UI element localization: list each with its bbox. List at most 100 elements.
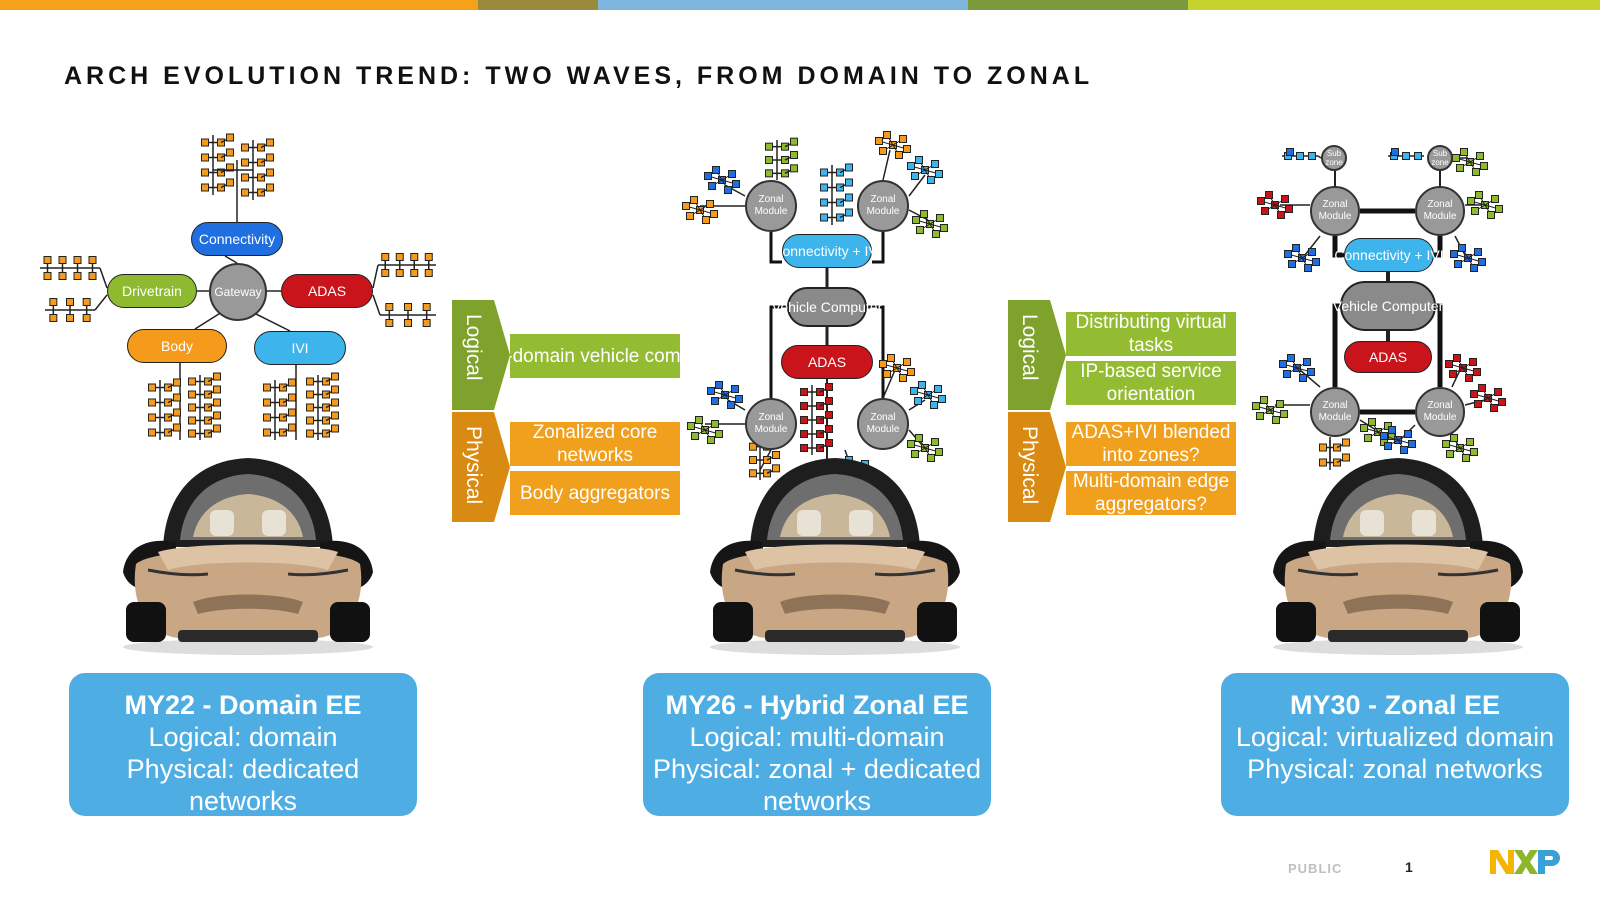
ecu-node [404,319,412,327]
ecu-node [404,303,412,311]
ecu-node [331,385,339,394]
adas-domain: ADAS [281,274,373,308]
ecu-node [1402,152,1410,160]
network-link [908,209,929,221]
car-shadow [123,639,373,655]
wave1-physical-item: Zonalized core networks [510,422,680,466]
ecu-node [1460,148,1468,156]
ecu-node [1368,418,1376,426]
ecu-node [820,198,828,207]
ecu-node [711,397,719,405]
ecu-node [686,212,694,220]
ecu-node [927,176,935,184]
car-headlight [734,568,796,577]
ecu-node [188,390,196,399]
ecu-node [825,383,833,391]
ecu-node [148,428,156,437]
ecu-node [879,147,887,155]
body-domain: Body [127,329,227,363]
ecu-node [845,193,853,202]
ecu-node [201,183,209,192]
zonal-module-top-right: Zonal Module [1415,186,1465,236]
card-logical: Logical: domain [148,722,338,752]
car-headlight [287,568,349,577]
wave1-physical-tag: Physical [452,412,510,522]
ecu-node [707,436,715,444]
ecu-node [306,377,314,386]
car-bumper [178,630,318,642]
zonal-module-top-right: Zonal Module [857,180,909,232]
ecu-node [410,269,419,277]
ecu-node [1281,195,1289,203]
ecu-node [1319,458,1327,467]
ivi-domain: IVI [254,331,346,365]
car-body [134,549,362,638]
ecu-node [820,183,828,192]
ecu-node [732,180,740,188]
ecu-node [936,214,944,222]
ecu-node [879,360,887,368]
ecu-node [1260,396,1268,404]
ecu-node [241,143,249,152]
car-hood [745,544,925,570]
ecu-node [1474,400,1482,408]
ecu-node [1476,152,1484,160]
ecu-node [915,434,923,442]
ecu-node [1284,250,1292,258]
car-seat [210,510,234,536]
adas-domain: ADAS [781,345,873,379]
ecu-node [1299,374,1307,382]
ecu-node [728,170,736,178]
ecu-node [1442,440,1450,448]
sub-zone-right: Sub zone [1427,145,1453,171]
top-bar-segment [478,0,598,10]
ecu-node [1265,191,1273,199]
ecu-node [903,358,911,366]
ecu-node [424,269,433,277]
ecu-node [899,135,907,143]
ecu-node [241,188,249,197]
network-link [94,294,108,311]
ecu-node [1454,260,1462,268]
ecu-node [188,416,196,425]
ecu-node [938,395,946,403]
ecu-node [395,253,404,261]
ecu-node [1256,412,1264,420]
ecu-node [1391,148,1399,156]
ecu-node [707,387,715,395]
ecu-node [226,178,234,187]
ecu-node [845,208,853,217]
ecu-node [410,253,419,261]
car-seat [262,510,286,536]
zonal-module-top-left: Zonal Module [1310,186,1360,236]
ecu-node [911,172,919,180]
connectivity-ivi: Connectivity + IVI [1334,238,1444,272]
ecu-node [1471,207,1479,215]
ecu-node [213,385,221,394]
ecu-node [1475,191,1483,199]
car-wheel [1480,602,1520,642]
adas-domain: ADAS [1344,341,1432,373]
ecu-node [1400,446,1408,454]
wave1-logical-item: Multi-domain vehicle computer [510,334,680,378]
card-heading: MY26 - Hybrid Zonal EE [665,690,969,720]
car-wheel [330,602,370,642]
ecu-node [331,372,339,381]
ecu-node [1342,438,1350,447]
ecu-node [715,430,723,438]
ecu-node [213,411,221,420]
ecu-node [88,272,97,280]
ecu-node [1307,368,1315,376]
ecu-node [1474,248,1482,256]
backbone-link [769,305,787,398]
ecu-node [1272,416,1280,424]
car-hood [158,544,338,570]
top-color-bar [0,0,1600,10]
wave2-logical-item: Distributing virtual tasks [1066,312,1236,356]
ecu-node [263,398,271,407]
ecu-node [173,378,181,387]
ecu-node [727,401,735,409]
ecu-node [1449,370,1457,378]
wave2-logical-item: IP-based service orientation [1066,361,1236,405]
